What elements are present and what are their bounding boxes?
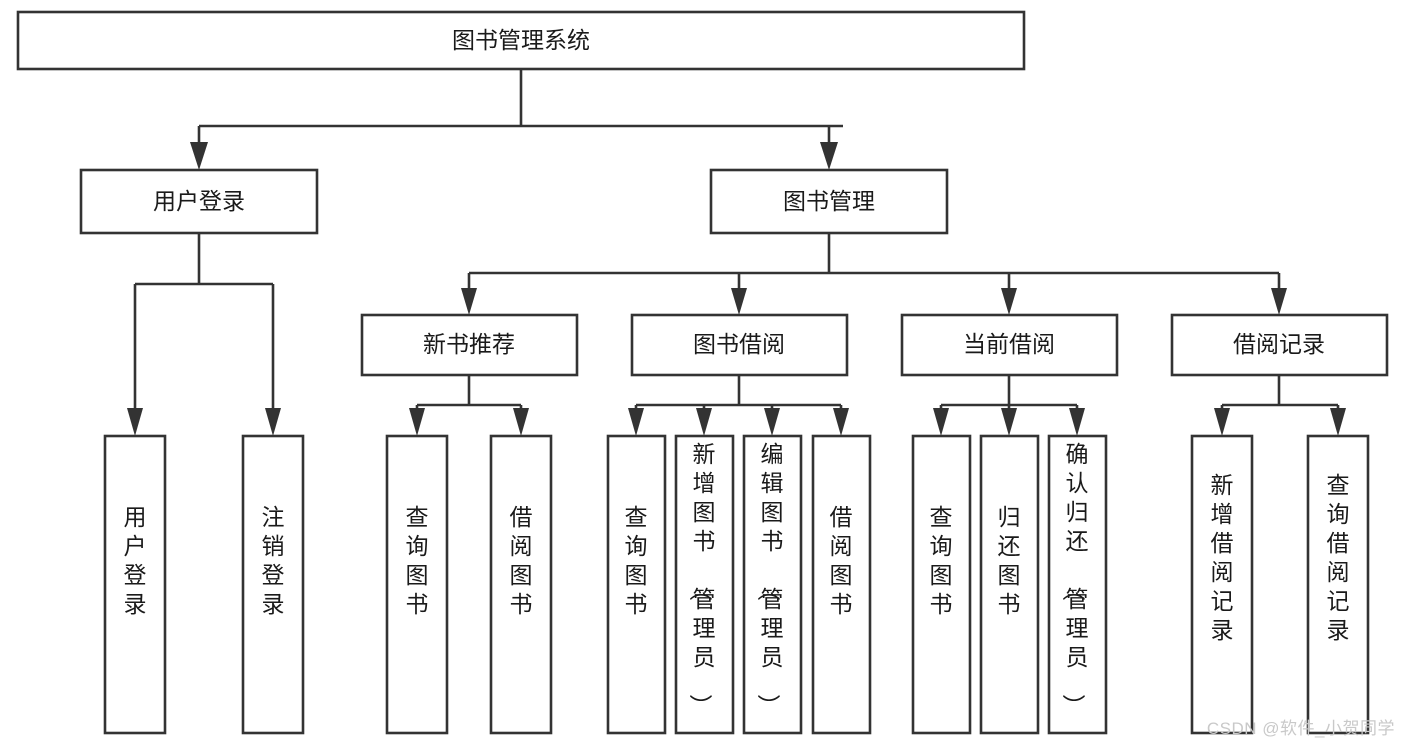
arrow-leaf-borrow-book-2 (833, 408, 849, 436)
node-current-borrow-box[interactable] (900, 313, 1119, 377)
leaf-query-record-label: 查询借阅记录 (1327, 472, 1350, 643)
leaf-return-book[interactable]: 归还图书 (979, 434, 1040, 735)
node-current-borrow[interactable]: 当前借阅 (900, 313, 1119, 377)
arrow-leaf-query-book-2 (628, 408, 644, 436)
leaf-add-book-label: 新增图书（管理员） (688, 441, 716, 717)
leaf-add-book[interactable]: 新增图书（管理员） (674, 434, 735, 735)
node-user-login-label: 用户登录 (153, 188, 245, 214)
leaf-query-book-2-label: 查询图书 (625, 504, 648, 617)
leaf-confirm-return-box[interactable] (1047, 434, 1108, 735)
arrow-user-login (190, 142, 208, 170)
leaf-query-book-1-box[interactable] (385, 434, 449, 735)
leaf-return-book-box[interactable] (979, 434, 1040, 735)
node-user-login-box[interactable] (79, 168, 319, 235)
leaf-borrow-book-1[interactable]: 借阅图书 (489, 434, 553, 735)
node-user-login[interactable]: 用户登录 (79, 168, 319, 235)
node-book-borrow-box[interactable] (630, 313, 849, 377)
leaf-add-record[interactable]: 新增借阅记录 (1190, 434, 1254, 735)
leaf-borrow-book-2-box[interactable] (811, 434, 872, 735)
arrow-new-book-recommend (461, 288, 477, 315)
leaf-borrow-book-1-label: 借阅图书 (510, 504, 533, 617)
arrow-leaf-logout (265, 408, 281, 436)
leaf-query-book-3-label: 查询图书 (930, 504, 953, 617)
leaf-borrow-book-2[interactable]: 借阅图书 (811, 434, 872, 735)
leaf-query-book-3[interactable]: 查询图书 (911, 434, 972, 735)
node-root-label: 图书管理系统 (452, 27, 590, 53)
arrow-book-borrow (731, 288, 747, 315)
node-book-manage-label: 图书管理 (783, 188, 875, 214)
node-book-borrow-label: 图书借阅 (693, 331, 785, 357)
leaf-confirm-return-label: 确认归还（管理员） (1061, 441, 1089, 717)
arrow-leaf-query-book-3 (933, 408, 949, 436)
node-new-book-recommend[interactable]: 新书推荐 (360, 313, 579, 377)
node-new-book-recommend-label: 新书推荐 (423, 331, 515, 357)
arrow-leaf-query-book-1 (409, 408, 425, 436)
arrow-leaf-add-record (1214, 408, 1230, 436)
leaf-confirm-return[interactable]: 确认归还（管理员） (1047, 434, 1108, 735)
leaf-add-book-box[interactable] (674, 434, 735, 735)
arrow-borrow-record (1271, 288, 1287, 315)
leaf-add-record-label: 新增借阅记录 (1211, 472, 1234, 643)
connector-layer (127, 69, 1346, 436)
node-root-box[interactable] (16, 10, 1026, 71)
leaf-logout[interactable]: 注销登录 (241, 434, 305, 735)
leaf-logout-box[interactable] (241, 434, 305, 735)
arrow-current-borrow (1001, 288, 1017, 315)
leaf-borrow-book-2-label: 借阅图书 (830, 504, 853, 617)
leaf-borrow-book-1-box[interactable] (489, 434, 553, 735)
leaf-query-book-2-box[interactable] (606, 434, 667, 735)
node-root[interactable]: 图书管理系统 (16, 10, 1026, 71)
arrow-leaf-confirm-return (1069, 408, 1085, 436)
leaf-user-login-box[interactable] (103, 434, 167, 735)
node-new-book-recommend-box[interactable] (360, 313, 579, 377)
leaf-user-login[interactable]: 用户登录 (103, 434, 167, 735)
leaf-query-book-2[interactable]: 查询图书 (606, 434, 667, 735)
leaf-query-book-3-box[interactable] (911, 434, 972, 735)
leaf-query-book-1[interactable]: 查询图书 (385, 434, 449, 735)
node-current-borrow-label: 当前借阅 (963, 331, 1055, 357)
node-book-manage[interactable]: 图书管理 (709, 168, 949, 235)
arrow-leaf-borrow-book-1 (513, 408, 529, 436)
node-borrow-record-label: 借阅记录 (1233, 331, 1325, 357)
arrow-leaf-add-book (696, 408, 712, 436)
leaf-query-record[interactable]: 查询借阅记录 (1306, 434, 1370, 735)
leaf-user-login-label: 用户登录 (124, 504, 147, 617)
leaf-edit-book-label: 编辑图书（管理员） (756, 441, 784, 717)
arrow-leaf-user-login (127, 408, 143, 436)
node-book-borrow[interactable]: 图书借阅 (630, 313, 849, 377)
node-borrow-record-box[interactable] (1170, 313, 1389, 377)
leaf-edit-book-box[interactable] (742, 434, 803, 735)
arrow-book-manage (820, 142, 838, 170)
arrow-leaf-query-record (1330, 408, 1346, 436)
arrow-leaf-edit-book (764, 408, 780, 436)
node-borrow-record[interactable]: 借阅记录 (1170, 313, 1389, 377)
leaf-add-record-box[interactable] (1190, 434, 1254, 735)
csdn-watermark: CSDN @软件_小贺同学 (1206, 719, 1395, 738)
leaf-edit-book[interactable]: 编辑图书（管理员） (742, 434, 803, 735)
leaf-query-book-1-label: 查询图书 (406, 504, 429, 617)
leaf-logout-label: 注销登录 (262, 504, 285, 617)
node-book-manage-box[interactable] (709, 168, 949, 235)
leaf-return-book-label: 归还图书 (998, 504, 1021, 617)
arrow-leaf-return-book (1001, 408, 1017, 436)
leaf-query-record-box[interactable] (1306, 434, 1370, 735)
